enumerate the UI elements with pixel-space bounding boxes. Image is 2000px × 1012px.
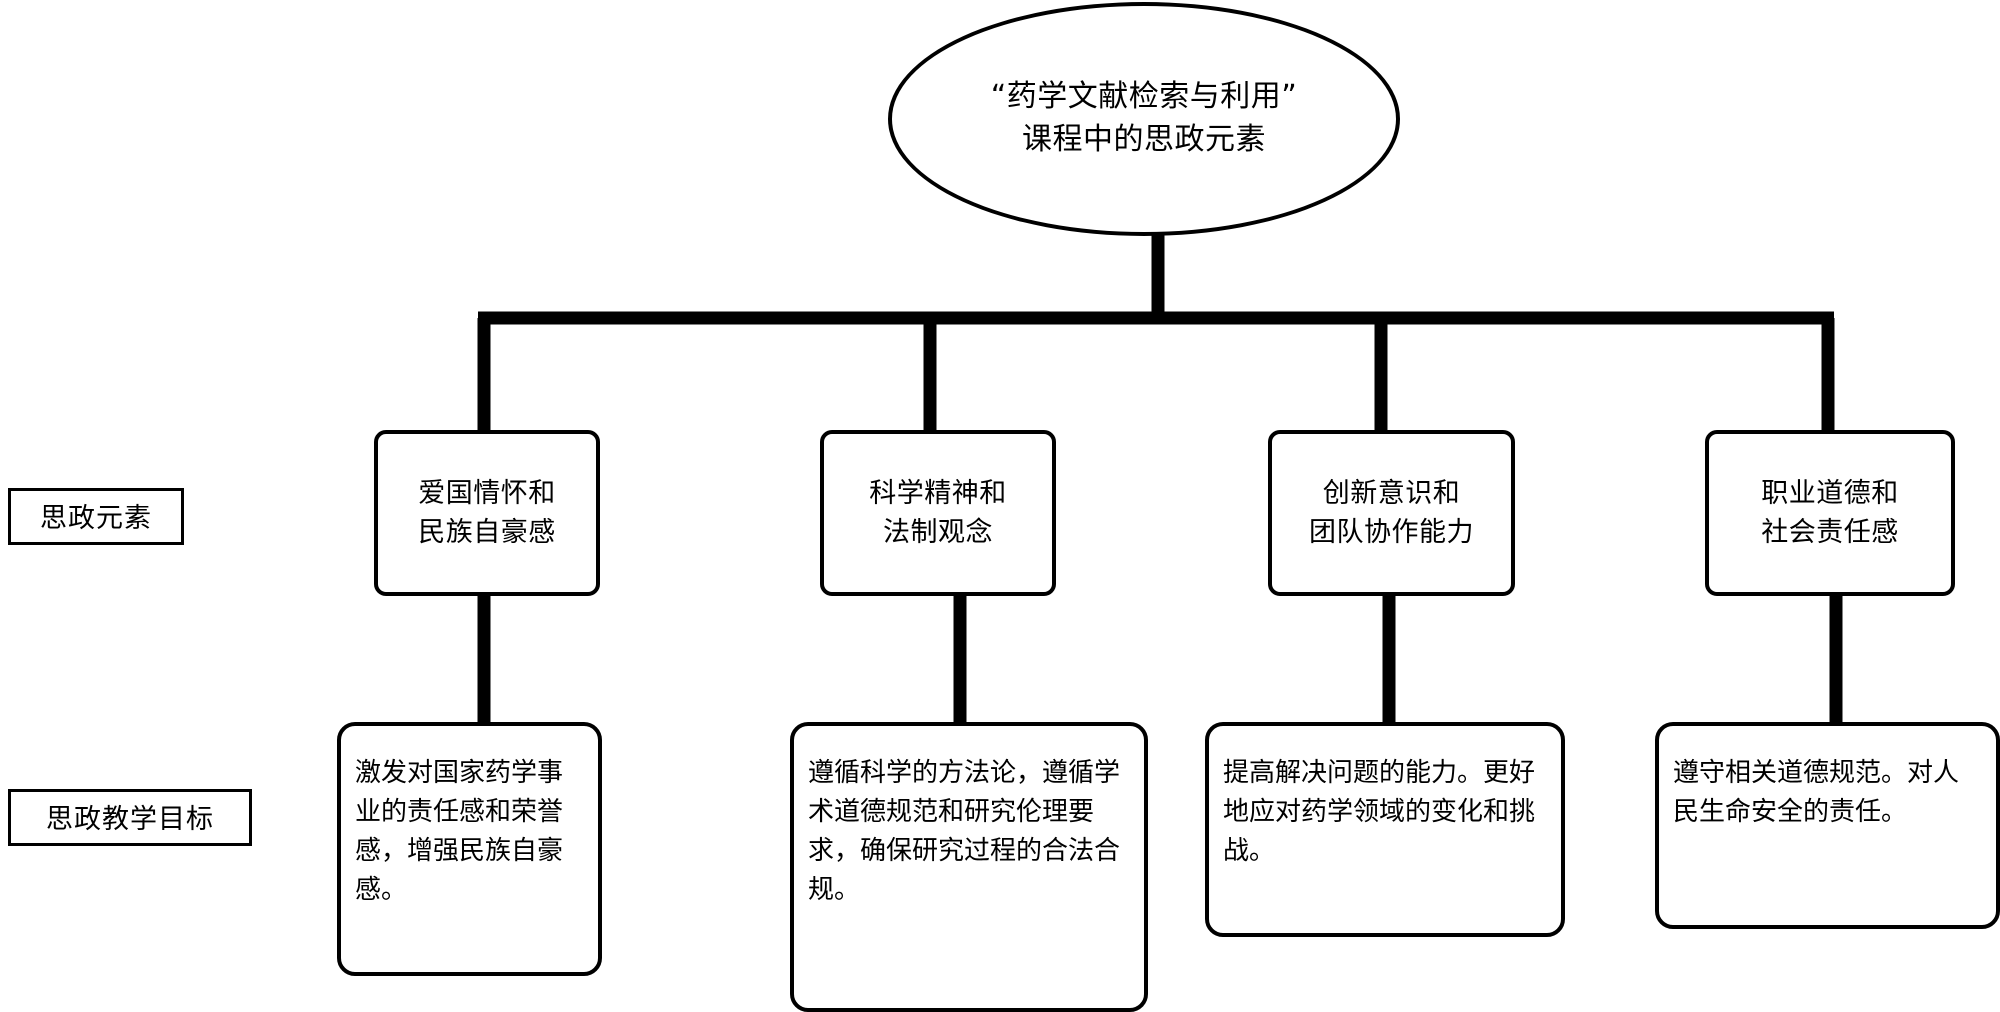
goal-box-3[interactable]: 提高解决问题的能力。更好地应对药学领域的变化和挑战。 <box>1205 722 1565 937</box>
goal-box-2[interactable]: 遵循科学的方法论，遵循学术道德规范和研究伦理要求，确保研究过程的合法合规。 <box>790 722 1148 1012</box>
category-3-line-2: 团队协作能力 <box>1309 517 1474 548</box>
goal-2-text: 遵循科学的方法论，遵循学术道德规范和研究伦理要求，确保研究过程的合法合规。 <box>808 758 1121 905</box>
goal-3-text: 提高解决问题的能力。更好地应对药学领域的变化和挑战。 <box>1223 758 1536 866</box>
axis-label-elements: 思政元素 <box>8 488 184 545</box>
category-box-3[interactable]: 创新意识和 团队协作能力 <box>1268 430 1515 596</box>
category-box-4[interactable]: 职业道德和 社会责任感 <box>1705 430 1955 596</box>
category-1-line-1: 爱国情怀和 <box>418 477 556 509</box>
category-2-line-1: 科学精神和 <box>869 477 1007 509</box>
goal-box-1[interactable]: 激发对国家药学事业的责任感和荣誉感，增强民族自豪感。 <box>337 722 602 976</box>
category-box-1[interactable]: 爱国情怀和 民族自豪感 <box>374 430 600 596</box>
category-3-line-1: 创新意识和 <box>1322 477 1461 509</box>
root-title-line-1: “药学文献检索与利用” <box>990 79 1298 115</box>
category-4-line-1: 职业道德和 <box>1761 477 1899 509</box>
category-4-line-2: 社会责任感 <box>1761 517 1899 548</box>
root-node[interactable]: “药学文献检索与利用” 课程中的思政元素 <box>888 2 1400 236</box>
goal-1-text: 激发对国家药学事业的责任感和荣誉感，增强民族自豪感。 <box>355 758 564 905</box>
goal-4-text: 遵守相关道德规范。对人民生命安全的责任。 <box>1673 758 1960 827</box>
category-1-line-2: 民族自豪感 <box>418 517 556 548</box>
goal-box-4[interactable]: 遵守相关道德规范。对人民生命安全的责任。 <box>1655 722 2000 929</box>
root-title-line-2: 课程中的思政元素 <box>1022 122 1266 157</box>
category-box-2[interactable]: 科学精神和 法制观念 <box>820 430 1056 596</box>
category-2-line-2: 法制观念 <box>883 517 993 548</box>
axis-label-goals: 思政教学目标 <box>8 789 252 846</box>
